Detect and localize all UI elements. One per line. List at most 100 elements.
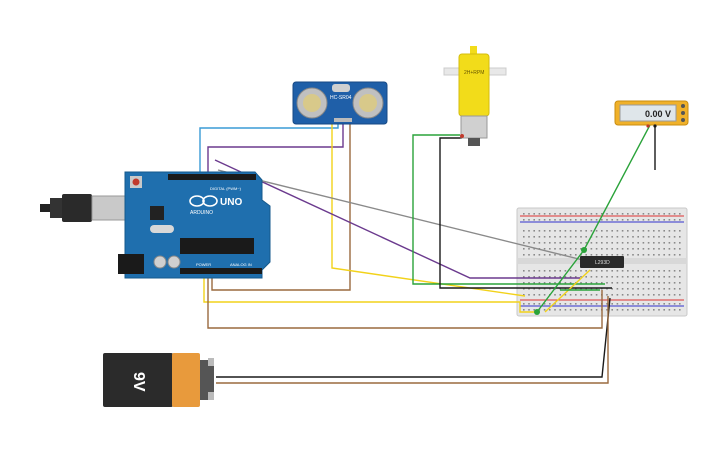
breadboard-hole <box>580 288 582 290</box>
breadboard-hole <box>647 288 650 290</box>
breadboard-hole <box>647 230 650 232</box>
breadboard-hole <box>632 236 634 238</box>
breadboard-hole <box>590 303 593 305</box>
breadboard-hole <box>642 236 645 238</box>
breadboard-hole <box>533 270 535 272</box>
breadboard-hole <box>653 294 655 296</box>
breadboard-hole <box>647 236 650 238</box>
breadboard-hole <box>580 270 582 272</box>
breadboard-hole <box>679 270 681 272</box>
breadboard-hole <box>569 309 572 311</box>
breadboard-hole <box>647 303 650 305</box>
breadboard-hole <box>564 213 567 215</box>
breadboard-hole <box>658 309 660 311</box>
breadboard-hole <box>595 254 598 256</box>
breadboard-hole <box>616 219 619 221</box>
breadboard-hole <box>533 276 535 278</box>
breadboard-hole <box>673 219 676 221</box>
breadboard-hole <box>528 288 530 290</box>
breadboard-hole <box>569 219 572 221</box>
breadboard-hole <box>523 270 525 272</box>
breadboard-hole <box>637 219 639 221</box>
breadboard-hole <box>668 254 671 256</box>
breadboard-hole <box>569 303 572 305</box>
breadboard-hole <box>523 242 525 244</box>
breadboard-hole <box>658 294 660 296</box>
breadboard-hole <box>559 309 561 311</box>
breadboard-hole <box>580 276 582 278</box>
arduino-brand-text: ARDUINO <box>190 210 213 216</box>
ultrasonic-sensor[interactable]: HC-SR04 <box>292 81 388 125</box>
breadboard-hole <box>575 288 577 290</box>
breadboard-hole <box>528 230 530 232</box>
breadboard-hole <box>668 236 671 238</box>
breadboard-hole <box>533 254 535 256</box>
breadboard-hole <box>601 230 603 232</box>
wire-purple-b <box>214 159 580 279</box>
breadboard-hole <box>595 219 598 221</box>
breadboard-hole <box>627 242 629 244</box>
multimeter[interactable]: 0.00 V <box>614 100 689 128</box>
breadboard-hole <box>528 309 530 311</box>
breadboard-hole <box>611 276 613 278</box>
breadboard-hole <box>668 303 671 305</box>
breadboard-hole <box>673 282 676 284</box>
breadboard-hole <box>673 230 676 232</box>
breadboard-hole <box>658 248 660 250</box>
breadboard-hole <box>549 236 551 238</box>
breadboard-hole <box>538 294 541 296</box>
breadboard-hole <box>595 230 598 232</box>
breadboard-hole <box>647 282 650 284</box>
breadboard-hole <box>564 248 567 250</box>
breadboard-hole <box>569 213 572 215</box>
breadboard-hole <box>559 248 561 250</box>
breadboard-hole <box>559 230 561 232</box>
breadboard-hole <box>543 270 546 272</box>
breadboard-hole <box>673 294 676 296</box>
breadboard-hole <box>679 230 681 232</box>
breadboard-hole <box>559 213 561 215</box>
wire-purple-a <box>207 118 344 172</box>
breadboard-hole <box>554 230 556 232</box>
breadboard-hole <box>528 276 530 278</box>
breadboard-hole <box>533 236 535 238</box>
breadboard-hole <box>590 270 593 272</box>
breadboard-hole <box>606 282 608 284</box>
breadboard-hole <box>543 219 546 221</box>
breadboard-hole <box>595 309 598 311</box>
breadboard-hole <box>616 254 619 256</box>
breadboard-hole <box>554 294 556 296</box>
breadboard-hole <box>575 294 577 296</box>
breadboard-hole <box>621 248 624 250</box>
breadboard-hole <box>564 230 567 232</box>
breadboard-hole <box>642 270 645 272</box>
breadboard-hole <box>611 288 613 290</box>
breadboard-hole <box>663 309 665 311</box>
wires <box>199 118 656 384</box>
driver-ic[interactable]: L293D <box>580 256 624 268</box>
breadboard-hole <box>533 248 535 250</box>
breadboard-hole <box>637 294 639 296</box>
breadboard-hole <box>559 219 561 221</box>
breadboard-hole <box>637 242 639 244</box>
breadboard-hole <box>569 270 572 272</box>
breadboard-hole <box>673 242 676 244</box>
breadboard-hole <box>679 288 681 290</box>
breadboard-hole <box>606 288 608 290</box>
breadboard-hole <box>575 303 577 305</box>
breadboard-hole <box>523 288 525 290</box>
breadboard-hole <box>642 294 645 296</box>
breadboard-hole <box>595 242 598 244</box>
breadboard-hole <box>627 288 629 290</box>
breadboard-hole <box>647 254 650 256</box>
breadboard-hole <box>590 219 593 221</box>
battery-9v[interactable]: 9V <box>103 353 214 407</box>
dc-motor[interactable]: 2H+RPM <box>443 46 507 146</box>
breadboard-hole <box>653 213 655 215</box>
breadboard-hole <box>580 303 582 305</box>
breadboard-hole <box>580 248 582 250</box>
arduino-uno[interactable]: UNO ARDUINO DIGITAL (PWM~) POWER ANALOG … <box>40 171 271 279</box>
breadboard-hole <box>590 230 593 232</box>
breadboard-hole <box>575 230 577 232</box>
breadboard-hole <box>580 219 582 221</box>
